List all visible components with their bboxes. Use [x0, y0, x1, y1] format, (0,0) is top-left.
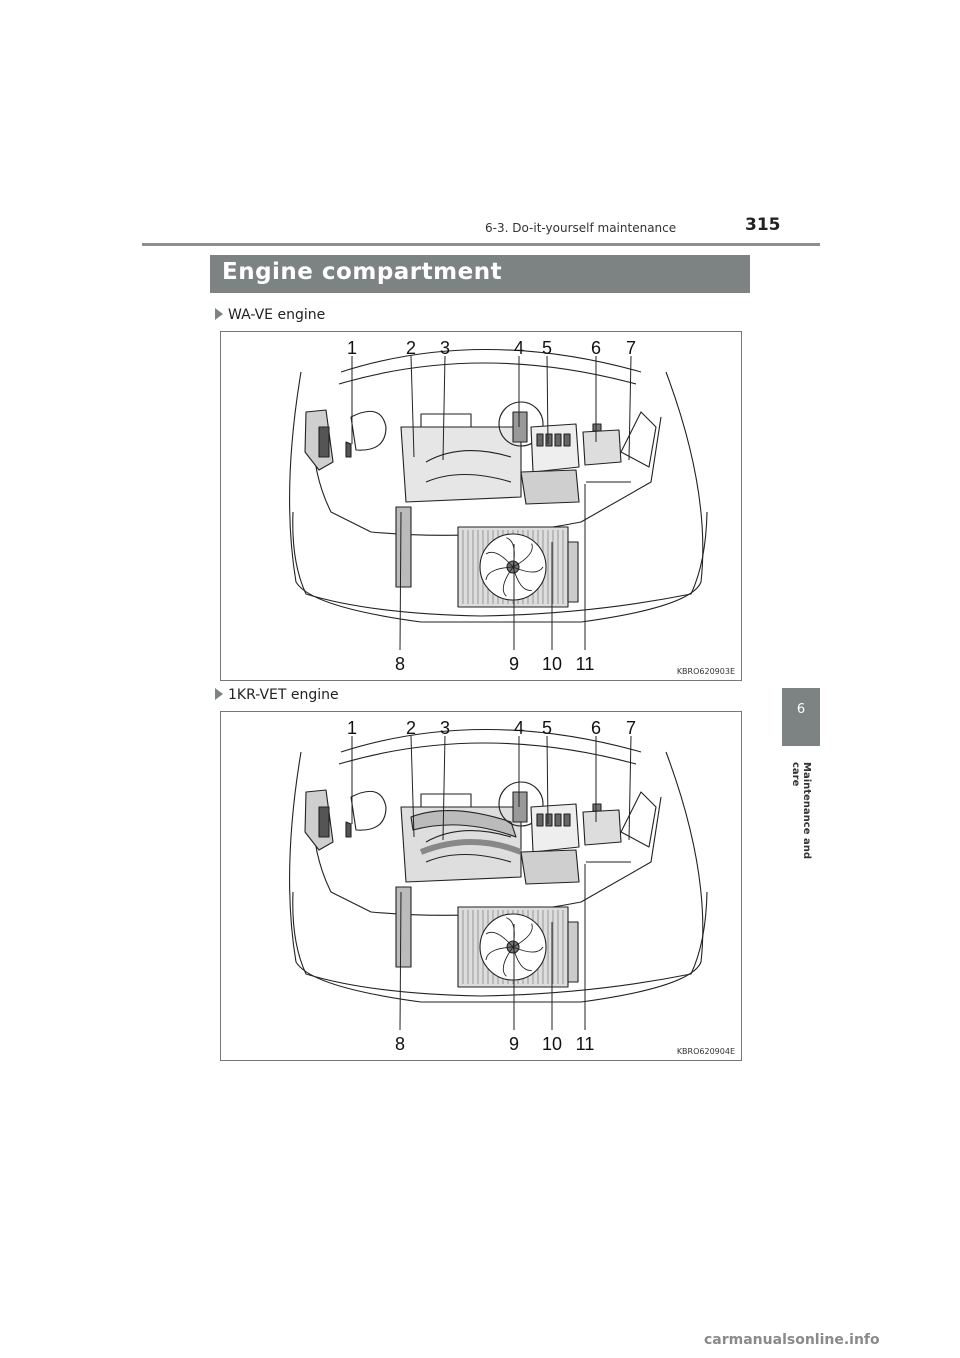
triangle-right-icon [215, 688, 223, 700]
figure-code: KBRO620903E [676, 667, 735, 676]
callout-7: 7 [626, 718, 636, 738]
page-title-bar: Engine compartment [210, 255, 750, 293]
page-number: 315 [745, 215, 781, 235]
triangle-right-icon [215, 308, 223, 320]
callout-7: 7 [626, 338, 636, 358]
callout-11: 11 [576, 1034, 595, 1054]
figure-code: KBRO620904E [676, 1047, 735, 1056]
callout-10: 10 [542, 1034, 562, 1054]
chapter-number: 6 [796, 702, 806, 717]
callout-2: 2 [406, 718, 416, 738]
callout-3: 3 [440, 338, 450, 358]
callout-9: 9 [509, 654, 519, 674]
engine-label-text: 1KR-VET engine [228, 687, 339, 703]
engine-label-text: WA-VE engine [228, 307, 326, 323]
callout-2: 2 [406, 338, 416, 358]
callout-5: 5 [542, 338, 552, 358]
callout-6: 6 [591, 718, 601, 738]
engine-label-2: 1KR-VET engine [215, 687, 339, 703]
callout-1: 1 [347, 718, 357, 738]
chapter-tab: 6 [782, 688, 820, 746]
callout-10: 10 [542, 654, 562, 674]
header-rule [142, 243, 820, 246]
callout-9: 9 [509, 1034, 519, 1054]
page-title: Engine compartment [222, 259, 503, 285]
callout-8: 8 [395, 1034, 405, 1054]
callout-11: 11 [576, 654, 595, 674]
callout-1: 1 [347, 338, 357, 358]
callout-4: 4 [514, 718, 524, 738]
watermark: carmanualsonline.info [704, 1332, 880, 1348]
callout-3: 3 [440, 718, 450, 738]
callout-5: 5 [542, 718, 552, 738]
engine-label-1: WA-VE engine [215, 307, 325, 323]
callout-8: 8 [395, 654, 405, 674]
callout-6: 6 [591, 338, 601, 358]
chapter-label: Maintenance and care [790, 762, 812, 860]
callout-4: 4 [514, 338, 524, 358]
section-title: 6-3. Do-it-yourself maintenance [485, 221, 677, 235]
